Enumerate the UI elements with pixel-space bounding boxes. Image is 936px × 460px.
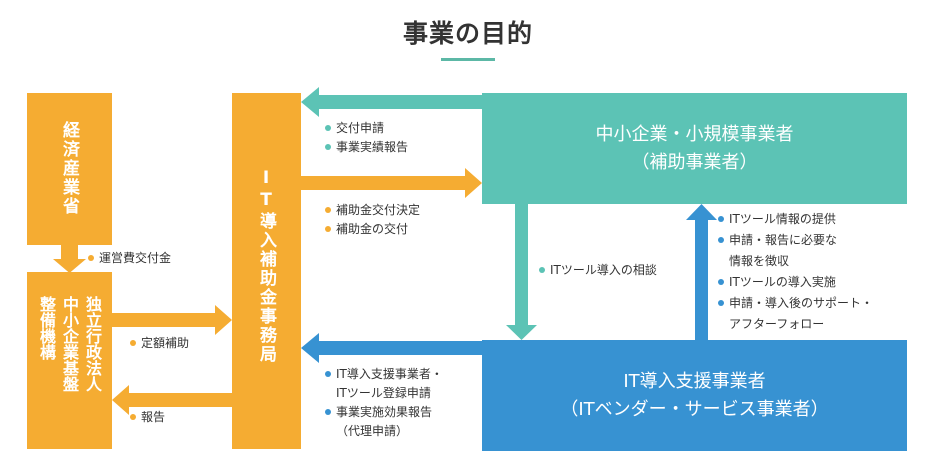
- arrow-vendor-to-office: [301, 333, 482, 363]
- label-vendor-to-office: IT導入支援事業者・ ITツール登録申請 事業実施効果報告 （代理申請）: [325, 365, 443, 441]
- label-text: 申請・導入後のサポート・: [729, 296, 874, 310]
- bullet-icon: [325, 143, 331, 150]
- business-label-line1: 中小企業・小規模事業者: [595, 123, 794, 145]
- label-text-continued: （代理申請）: [336, 424, 409, 438]
- label-text: 事業実施効果報告: [336, 405, 433, 419]
- office-label: IT導入補助金事務局: [256, 168, 276, 364]
- label-vendor-to-biz: ITツール情報の提供 申請・報告に必要な 情報を徴収 ITツールの導入実施 申請…: [718, 209, 873, 335]
- bullet-icon: [718, 215, 724, 222]
- bullet-icon: [718, 299, 724, 306]
- bullet-icon: [130, 413, 136, 420]
- vendor-box: IT導入支援事業者 （ITベンダー・サービス事業者）: [482, 340, 907, 451]
- bullet-icon: [325, 225, 331, 232]
- arrow-vendor-to-biz: [686, 204, 717, 340]
- label-biz-to-vendor: ITツール導入の相談: [539, 261, 657, 280]
- arrow-biz-to-vendor: [506, 204, 537, 340]
- bullet-icon: [718, 278, 724, 285]
- smrj-box: 独立行政法人 中小企業基盤 整備機構: [27, 272, 112, 449]
- arrow-meti-to-smrj: [53, 245, 86, 273]
- label-text: 申請・報告に必要な: [729, 233, 838, 247]
- meti-label: 経済産業省: [59, 121, 79, 216]
- business-label-line2: （補助事業者）: [631, 151, 758, 173]
- label-biz-to-office: 交付申請 事業実績報告: [325, 119, 408, 157]
- arrow-biz-to-office: [301, 87, 482, 117]
- smrj-label-col3: 整備機構: [37, 296, 56, 360]
- bullet-icon: [88, 254, 94, 261]
- label-text: ITツールの導入実施: [729, 275, 836, 289]
- arrow-smrj-to-office: [112, 305, 232, 335]
- label-text: 報告: [141, 410, 166, 424]
- label-office-to-biz: 補助金交付決定 補助金の交付: [325, 201, 420, 239]
- arrow-office-to-biz: [301, 168, 482, 198]
- smrj-label-col1: 独立行政法人: [83, 296, 102, 392]
- label-text: 事業実績報告: [336, 140, 409, 154]
- page-title: 事業の目的: [402, 19, 533, 48]
- label-text-continued: 情報を徴収: [729, 254, 790, 268]
- label-text: 運営費交付金: [99, 251, 172, 265]
- label-text: 補助金交付決定: [336, 203, 421, 217]
- label-text: ITツール導入の相談: [550, 263, 657, 277]
- bullet-icon: [325, 206, 331, 213]
- title-underline: [441, 58, 495, 61]
- label-text: 定額補助: [141, 336, 190, 350]
- label-smrj-to-office: 定額補助: [130, 334, 189, 353]
- label-text: 交付申請: [336, 121, 385, 135]
- smrj-label-col2: 中小企業基盤: [60, 296, 79, 392]
- bullet-icon: [325, 408, 331, 415]
- label-text-continued: ITツール登録申請: [336, 386, 431, 400]
- vendor-label-line2: （ITベンダー・サービス事業者）: [560, 398, 829, 420]
- bullet-icon: [130, 339, 136, 346]
- bullet-icon: [539, 266, 545, 273]
- office-box: IT導入補助金事務局: [232, 93, 301, 449]
- label-text: 補助金の交付: [336, 222, 409, 236]
- arrow-office-to-smrj: [112, 385, 232, 415]
- bullet-icon: [718, 236, 724, 243]
- label-meti-to-smrj: 運営費交付金: [88, 249, 171, 268]
- label-text: IT導入支援事業者・: [336, 367, 443, 381]
- label-text-continued: アフターフォロー: [729, 317, 825, 331]
- meti-box: 経済産業省: [27, 93, 112, 245]
- label-text: ITツール情報の提供: [729, 212, 836, 226]
- vendor-label-line1: IT導入支援事業者: [623, 370, 766, 392]
- business-box: 中小企業・小規模事業者 （補助事業者）: [482, 93, 907, 204]
- bullet-icon: [325, 370, 331, 377]
- bullet-icon: [325, 124, 331, 131]
- label-office-to-smrj: 報告: [130, 408, 165, 427]
